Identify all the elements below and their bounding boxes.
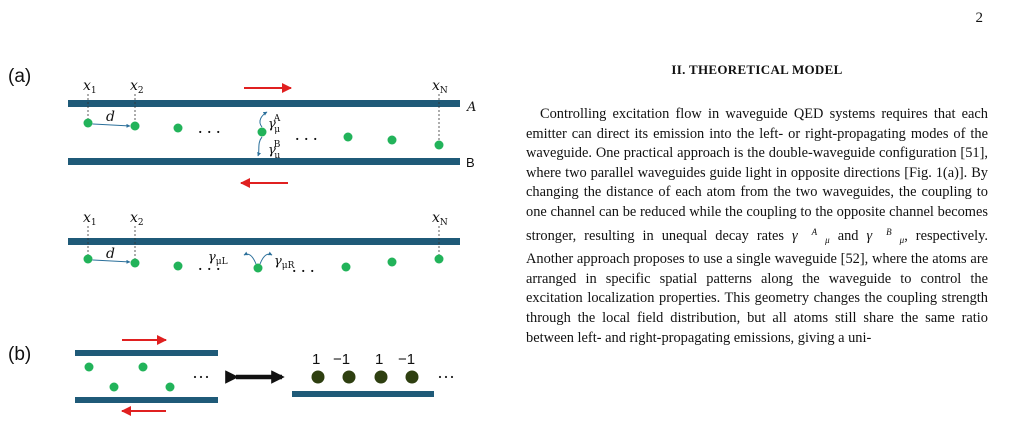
text-column: II. THEORETICAL MODEL Controlling excita… (526, 62, 988, 348)
atom (387, 135, 397, 145)
waveguide-b-label: B (466, 155, 475, 170)
panel-a-single-waveguide: x1 x2 xN d . . . . . . γμL γμR (68, 210, 460, 276)
ellipsis: . . . (198, 254, 221, 274)
atom (83, 254, 93, 264)
gamma-l-arrow (243, 251, 257, 265)
section-heading: II. THEORETICAL MODEL (671, 62, 843, 77)
atom (109, 382, 119, 392)
spacing-d-label: d (106, 246, 115, 262)
atom (130, 121, 140, 131)
panel-b: ··· 1 −1 1 −1 ··· (75, 335, 455, 416)
xN-label: xN (432, 78, 448, 96)
waveguide-a (68, 100, 460, 107)
ellipsis: ··· (437, 367, 455, 387)
atom (173, 123, 183, 133)
atom (374, 370, 388, 384)
single-waveguide (68, 238, 460, 245)
atom (343, 132, 353, 142)
sign-label: 1 (312, 351, 320, 368)
single-waveguide (292, 391, 434, 397)
sign-label: −1 (333, 351, 350, 368)
gamma-b-arrow (257, 136, 263, 157)
atom (84, 362, 94, 372)
spacing-d-label: d (106, 109, 115, 125)
paragraph-text: Controlling excitation flow in waveguide… (526, 106, 988, 244)
gamma-l-label: γμL (208, 250, 228, 267)
atom (405, 370, 419, 384)
spacing-arrow (89, 121, 131, 128)
x1-label: x1 (83, 78, 97, 96)
x2-label: x2 (130, 78, 144, 96)
atom (311, 370, 325, 384)
ellipsis: . . . (198, 117, 221, 137)
page-number: 2 (975, 10, 984, 26)
x1-label: x1 (83, 210, 97, 228)
body-paragraph: Controlling excitation flow in waveguide… (526, 105, 988, 348)
x2-label: x2 (130, 210, 144, 228)
panel-a-label: (a) (8, 66, 31, 87)
ellipsis: . . . (295, 124, 318, 144)
ellipsis: ··· (192, 367, 210, 387)
waveguide-lower (75, 397, 218, 403)
gamma-r-label: γμR (274, 254, 295, 271)
atom (173, 261, 183, 271)
waveguide-upper (75, 350, 218, 356)
spacing-arrow (89, 257, 131, 264)
waveguide-a-label: A (466, 100, 476, 115)
paragraph-text: , respectively. Another approach propose… (526, 227, 988, 346)
xN-label: xN (432, 210, 448, 228)
atom (130, 258, 140, 268)
atom (342, 370, 356, 384)
panel-b-label: (b) (8, 344, 31, 365)
paragraph-text: and (837, 227, 859, 244)
sign-label: −1 (398, 351, 415, 368)
atom (434, 254, 444, 264)
sign-label: 1 (375, 351, 383, 368)
atom (83, 118, 93, 128)
atom (387, 257, 397, 267)
atom (434, 140, 444, 150)
waveguide-b (68, 158, 460, 165)
atom (253, 263, 263, 273)
gamma-r-arrow (259, 251, 273, 265)
gamma-a-arrow (259, 111, 268, 128)
ellipsis: . . . (292, 256, 315, 276)
atom (138, 362, 148, 372)
atom (341, 262, 351, 272)
atom (165, 382, 175, 392)
atom (257, 127, 267, 137)
